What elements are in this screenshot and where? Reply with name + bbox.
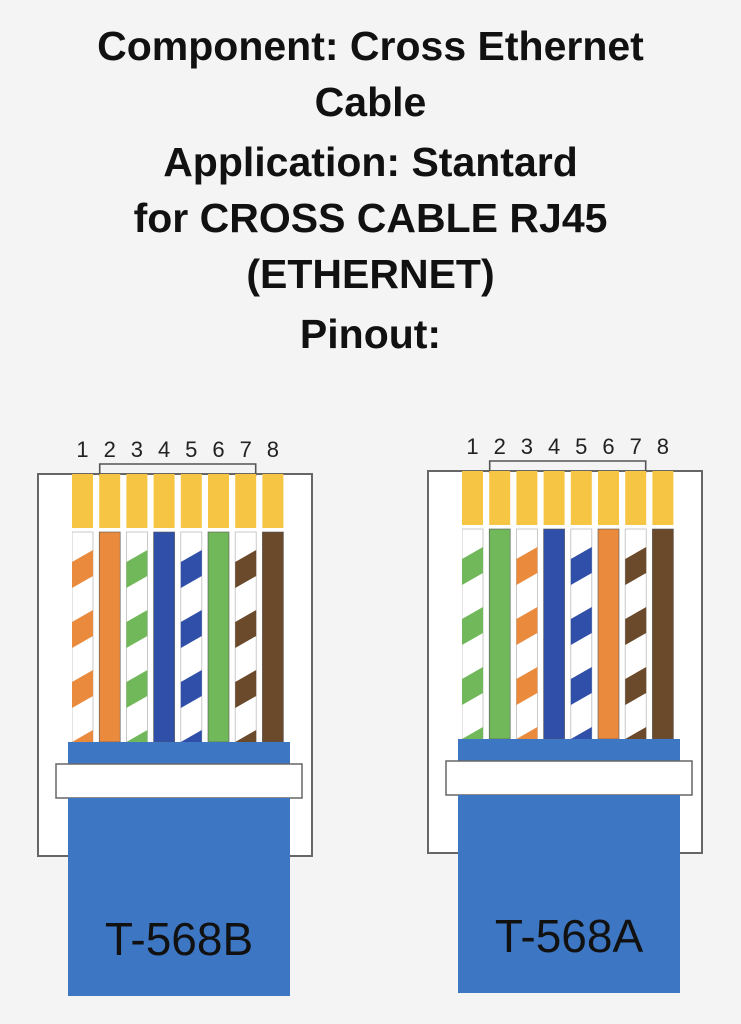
wire-2-green	[488, 528, 511, 740]
wire-2-orange	[98, 531, 121, 742]
wire-stripe-green	[462, 547, 483, 585]
page-header: Component: Cross Ethernet Cable Applicat…	[0, 18, 741, 362]
cable-strain-relief	[458, 739, 680, 761]
wire-stripe-brown	[625, 607, 647, 645]
title-line-cross-cable: for CROSS CABLE RJ45	[133, 195, 608, 241]
wire-stripe-blue	[570, 727, 592, 740]
pin-contact-5	[180, 474, 202, 528]
wire-stripe-orange	[72, 670, 93, 708]
wire-stripe-orange	[516, 607, 538, 645]
pin-number-label: 6	[212, 437, 224, 462]
plug-collar	[55, 763, 303, 799]
standard-label: T-568B	[105, 913, 253, 965]
wire-4-blue	[543, 528, 565, 740]
wire-stripe-green	[462, 607, 483, 645]
wire-stripe-green	[126, 610, 148, 648]
wire-stripe-orange	[72, 610, 93, 648]
pin-contact-3	[516, 471, 538, 525]
pin-number-label: 5	[575, 434, 587, 459]
pin-contact-8	[652, 471, 674, 525]
wire-stripe-brown	[625, 667, 647, 705]
pin-bracket-line	[98, 463, 257, 476]
pin-contact-4	[543, 471, 565, 525]
pin-contact-5	[570, 471, 592, 525]
pin-contact-4	[153, 474, 175, 528]
pin-bracket-line	[488, 460, 647, 473]
wire-stripe-orange	[516, 547, 538, 585]
wire-stripe-blue	[570, 547, 592, 585]
wire-6-green	[207, 531, 230, 742]
wire-8-brown	[262, 531, 284, 742]
wire-group	[72, 531, 284, 742]
wire-stripe-blue	[180, 730, 202, 742]
wire-stripe-green	[462, 667, 483, 705]
wire-stripe-blue	[570, 607, 592, 645]
wire-stripe-orange	[72, 730, 93, 742]
title-line-cable: Cable	[314, 79, 427, 125]
pin-number-label: 5	[185, 437, 197, 462]
wire-stripe-brown	[625, 547, 647, 585]
wire-stripe-orange	[72, 550, 93, 588]
cable-strain-relief	[68, 742, 290, 764]
pin-contact-2	[489, 471, 511, 525]
cable-boot	[68, 798, 290, 996]
wire-8-brown	[652, 528, 674, 740]
wire-stripe-green	[126, 550, 148, 588]
title-line-ethernet: (ETHERNET)	[246, 251, 495, 297]
pin-number-label: 7	[240, 437, 252, 462]
pin-contact-3	[126, 474, 148, 528]
wire-stripe-green	[462, 727, 483, 740]
pin-number-label: 1	[466, 434, 478, 459]
pin-number-label: 6	[602, 434, 614, 459]
wire-stripe-orange	[516, 667, 538, 705]
pin-number-label: 8	[267, 437, 279, 462]
wire-stripe-brown	[235, 670, 257, 708]
pin-number-label: 2	[494, 434, 506, 459]
wire-stripe-brown	[625, 727, 647, 740]
pin-number-label: 8	[657, 434, 669, 459]
pin-number-label: 4	[548, 434, 560, 459]
pin-contact-6	[598, 471, 619, 525]
pin-contact-2	[99, 474, 121, 528]
title-line-application: Application: Stantard	[163, 139, 578, 185]
wire-stripe-brown	[235, 730, 257, 742]
wire-6-orange	[597, 528, 620, 740]
pin-number-label: 3	[521, 434, 533, 459]
wire-stripe-blue	[180, 550, 202, 588]
wire-stripe-brown	[235, 550, 257, 588]
wire-stripe-green	[126, 670, 148, 708]
wire-4-blue	[153, 531, 175, 742]
wire-stripe-orange	[516, 727, 538, 740]
pin-number-label: 4	[158, 437, 170, 462]
pin-contact-6	[208, 474, 229, 528]
title-line-component: Component: Cross Ethernet	[97, 23, 644, 69]
pin-contact-1	[72, 474, 93, 528]
pin-number-label: 1	[76, 437, 88, 462]
wire-stripe-brown	[235, 610, 257, 648]
pin-number-label: 2	[104, 437, 116, 462]
wire-stripe-blue	[180, 670, 202, 708]
pin-contact-8	[262, 474, 284, 528]
plug-collar	[445, 760, 693, 796]
wire-group	[462, 528, 674, 740]
pin-contact-7	[625, 471, 647, 525]
pin-contact-7	[235, 474, 257, 528]
pin-number-label: 7	[630, 434, 642, 459]
cable-boot	[458, 795, 680, 993]
pin-contact-1	[462, 471, 483, 525]
pin-number-label: 3	[131, 437, 143, 462]
wire-stripe-blue	[570, 667, 592, 705]
wire-stripe-green	[126, 730, 148, 742]
title-line-pinout: Pinout:	[299, 311, 442, 357]
wire-stripe-blue	[180, 610, 202, 648]
standard-label: T-568A	[495, 910, 644, 962]
